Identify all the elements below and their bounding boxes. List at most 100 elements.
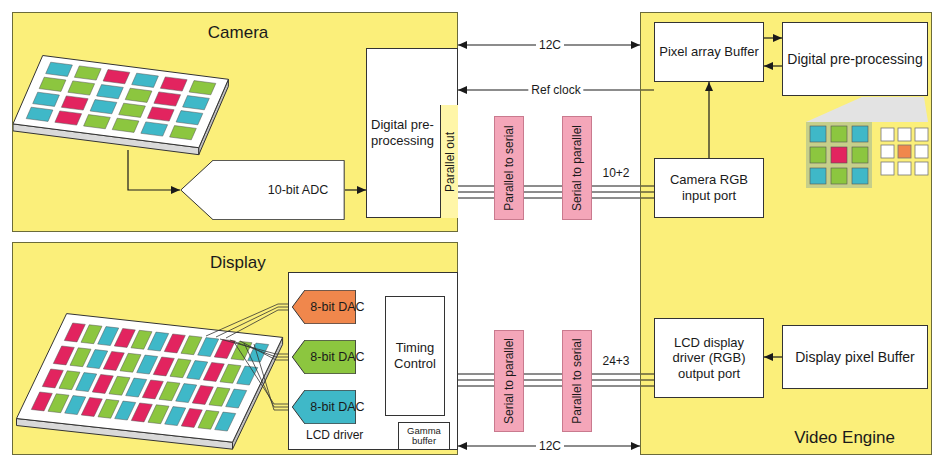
box-label: Camera RGB input port — [658, 172, 760, 203]
bus-connector — [592, 186, 654, 198]
signal-label: 12C — [536, 38, 564, 52]
arrow-connector — [345, 190, 366, 191]
panel-title: Display — [210, 253, 266, 273]
lcd-panel-cell — [115, 401, 136, 420]
box-label: LCD display driver (RGB) output port — [658, 335, 760, 382]
pixel-cell — [831, 168, 847, 184]
lcd-panel-cell — [131, 330, 152, 349]
sensor-cell — [26, 107, 53, 121]
connector-line — [524, 380, 562, 381]
connector-line — [524, 198, 562, 199]
device-panel: Video Engine Pixel array Buffer Digital pr… — [640, 12, 932, 455]
connector-line — [708, 82, 709, 158]
lcd-panel-cell — [42, 369, 63, 388]
sensor-cell — [176, 111, 203, 125]
box-label: Timing Control — [389, 340, 441, 371]
bus-connector — [592, 374, 654, 386]
connector-line — [458, 192, 494, 193]
box-label: Gamma buffer — [402, 426, 446, 446]
vertical-label: Parallel out — [442, 131, 456, 191]
box-label: 8-bit DAC — [310, 300, 364, 315]
pixel-cell — [810, 168, 826, 184]
sensor-cell — [103, 70, 130, 84]
box-label: Display pixel Buffer — [795, 350, 915, 365]
connector-line — [592, 386, 654, 387]
lcd-panel-cell — [92, 375, 113, 394]
pixel-kernel-ground — [806, 122, 872, 188]
device-panel: DisplayLCD driver8-bit DAC8-bit DAC8-bit… — [12, 242, 458, 455]
converter-pentagon: 10-bit ADC — [180, 160, 345, 220]
sensor-cell — [97, 85, 124, 99]
lcd-panel-cell — [220, 364, 241, 383]
sensor-cell — [154, 92, 181, 106]
pixel-cell — [852, 126, 868, 142]
connector-line — [592, 198, 654, 199]
sensor-cell — [141, 122, 168, 136]
lcd-panel-cell — [203, 363, 224, 382]
sensor-cell — [170, 126, 197, 140]
pixel-cell — [831, 126, 847, 142]
bus-connector — [524, 186, 562, 198]
process-box: Digital pre-processing — [782, 22, 928, 96]
lcd-panel-cell — [187, 361, 208, 380]
lcd-panel-cell — [181, 336, 202, 355]
lcd-panel-cell — [48, 394, 69, 413]
lcd-panel-cell — [103, 352, 124, 371]
signal-label: 12C — [536, 439, 564, 453]
sensor-cell — [189, 81, 216, 95]
sensor-cell — [112, 118, 139, 132]
bus-connector — [458, 186, 494, 198]
process-box: Digital pre-processing Parallel out — [366, 48, 458, 218]
dac-wire — [230, 340, 292, 357]
sensor-wire — [128, 150, 180, 190]
process-box: Camera RGB input port — [654, 158, 764, 218]
vertical-label: Serial to parallel — [502, 338, 516, 424]
driver-box: LCD driver8-bit DAC8-bit DAC8-bit DACTim… — [288, 272, 458, 450]
converter-pentagon: 8-bit DAC — [292, 390, 356, 424]
lcd-panel-cell — [131, 403, 152, 422]
lcd-panel-cell — [148, 405, 169, 424]
connector-line — [592, 192, 654, 193]
output-pixel — [881, 128, 894, 141]
lcd-panel-board — [17, 314, 283, 443]
lcd-panel-cell — [142, 380, 163, 399]
pixel-cell — [852, 147, 868, 163]
lcd-panel-cell — [59, 371, 80, 390]
output-pixel — [915, 128, 928, 141]
vertical-label: Parallel to serial — [570, 338, 584, 423]
sensor-cell — [132, 73, 159, 87]
connector-line — [524, 374, 562, 375]
lcd-panel-cell — [181, 409, 202, 428]
sensor-cell — [55, 111, 82, 125]
lcd-panel-cell — [87, 350, 108, 369]
lcd-panel-cell — [31, 392, 52, 411]
serdes-block: Serial to parallel — [494, 330, 524, 432]
panel-title: Video Engine — [794, 428, 895, 448]
sensor-cell — [90, 100, 117, 114]
box-label: Digital pre-processing — [370, 117, 435, 148]
panel-ground — [640, 12, 932, 455]
sensor-cell — [39, 77, 66, 91]
converter-pentagon: 8-bit DAC — [292, 340, 356, 374]
lcd-panel-cell — [126, 378, 147, 397]
vertical-label: Parallel to serial — [502, 125, 516, 210]
sensor-cell — [160, 77, 187, 91]
sensor-cell — [74, 66, 101, 80]
dac-wire — [216, 307, 292, 337]
pixel-cell — [831, 147, 847, 163]
output-pixel — [881, 162, 894, 175]
panel-ground — [12, 242, 458, 455]
serdes-block: Parallel to serial — [562, 330, 592, 432]
lcd-panel-cell — [164, 334, 185, 353]
sensor-cell — [46, 62, 73, 76]
box-label: Pixel array Buffer — [659, 44, 758, 60]
lcd-panel-cell — [137, 355, 158, 374]
arrow-connector — [709, 82, 710, 158]
pixel-cell — [810, 126, 826, 142]
lcd-panel-cell — [109, 376, 130, 395]
callout-wedge — [806, 97, 928, 122]
lcd-panel-cell — [237, 366, 258, 385]
bus-connector — [524, 374, 562, 386]
process-box: Timing Control — [385, 296, 445, 416]
output-pixel — [915, 145, 928, 158]
